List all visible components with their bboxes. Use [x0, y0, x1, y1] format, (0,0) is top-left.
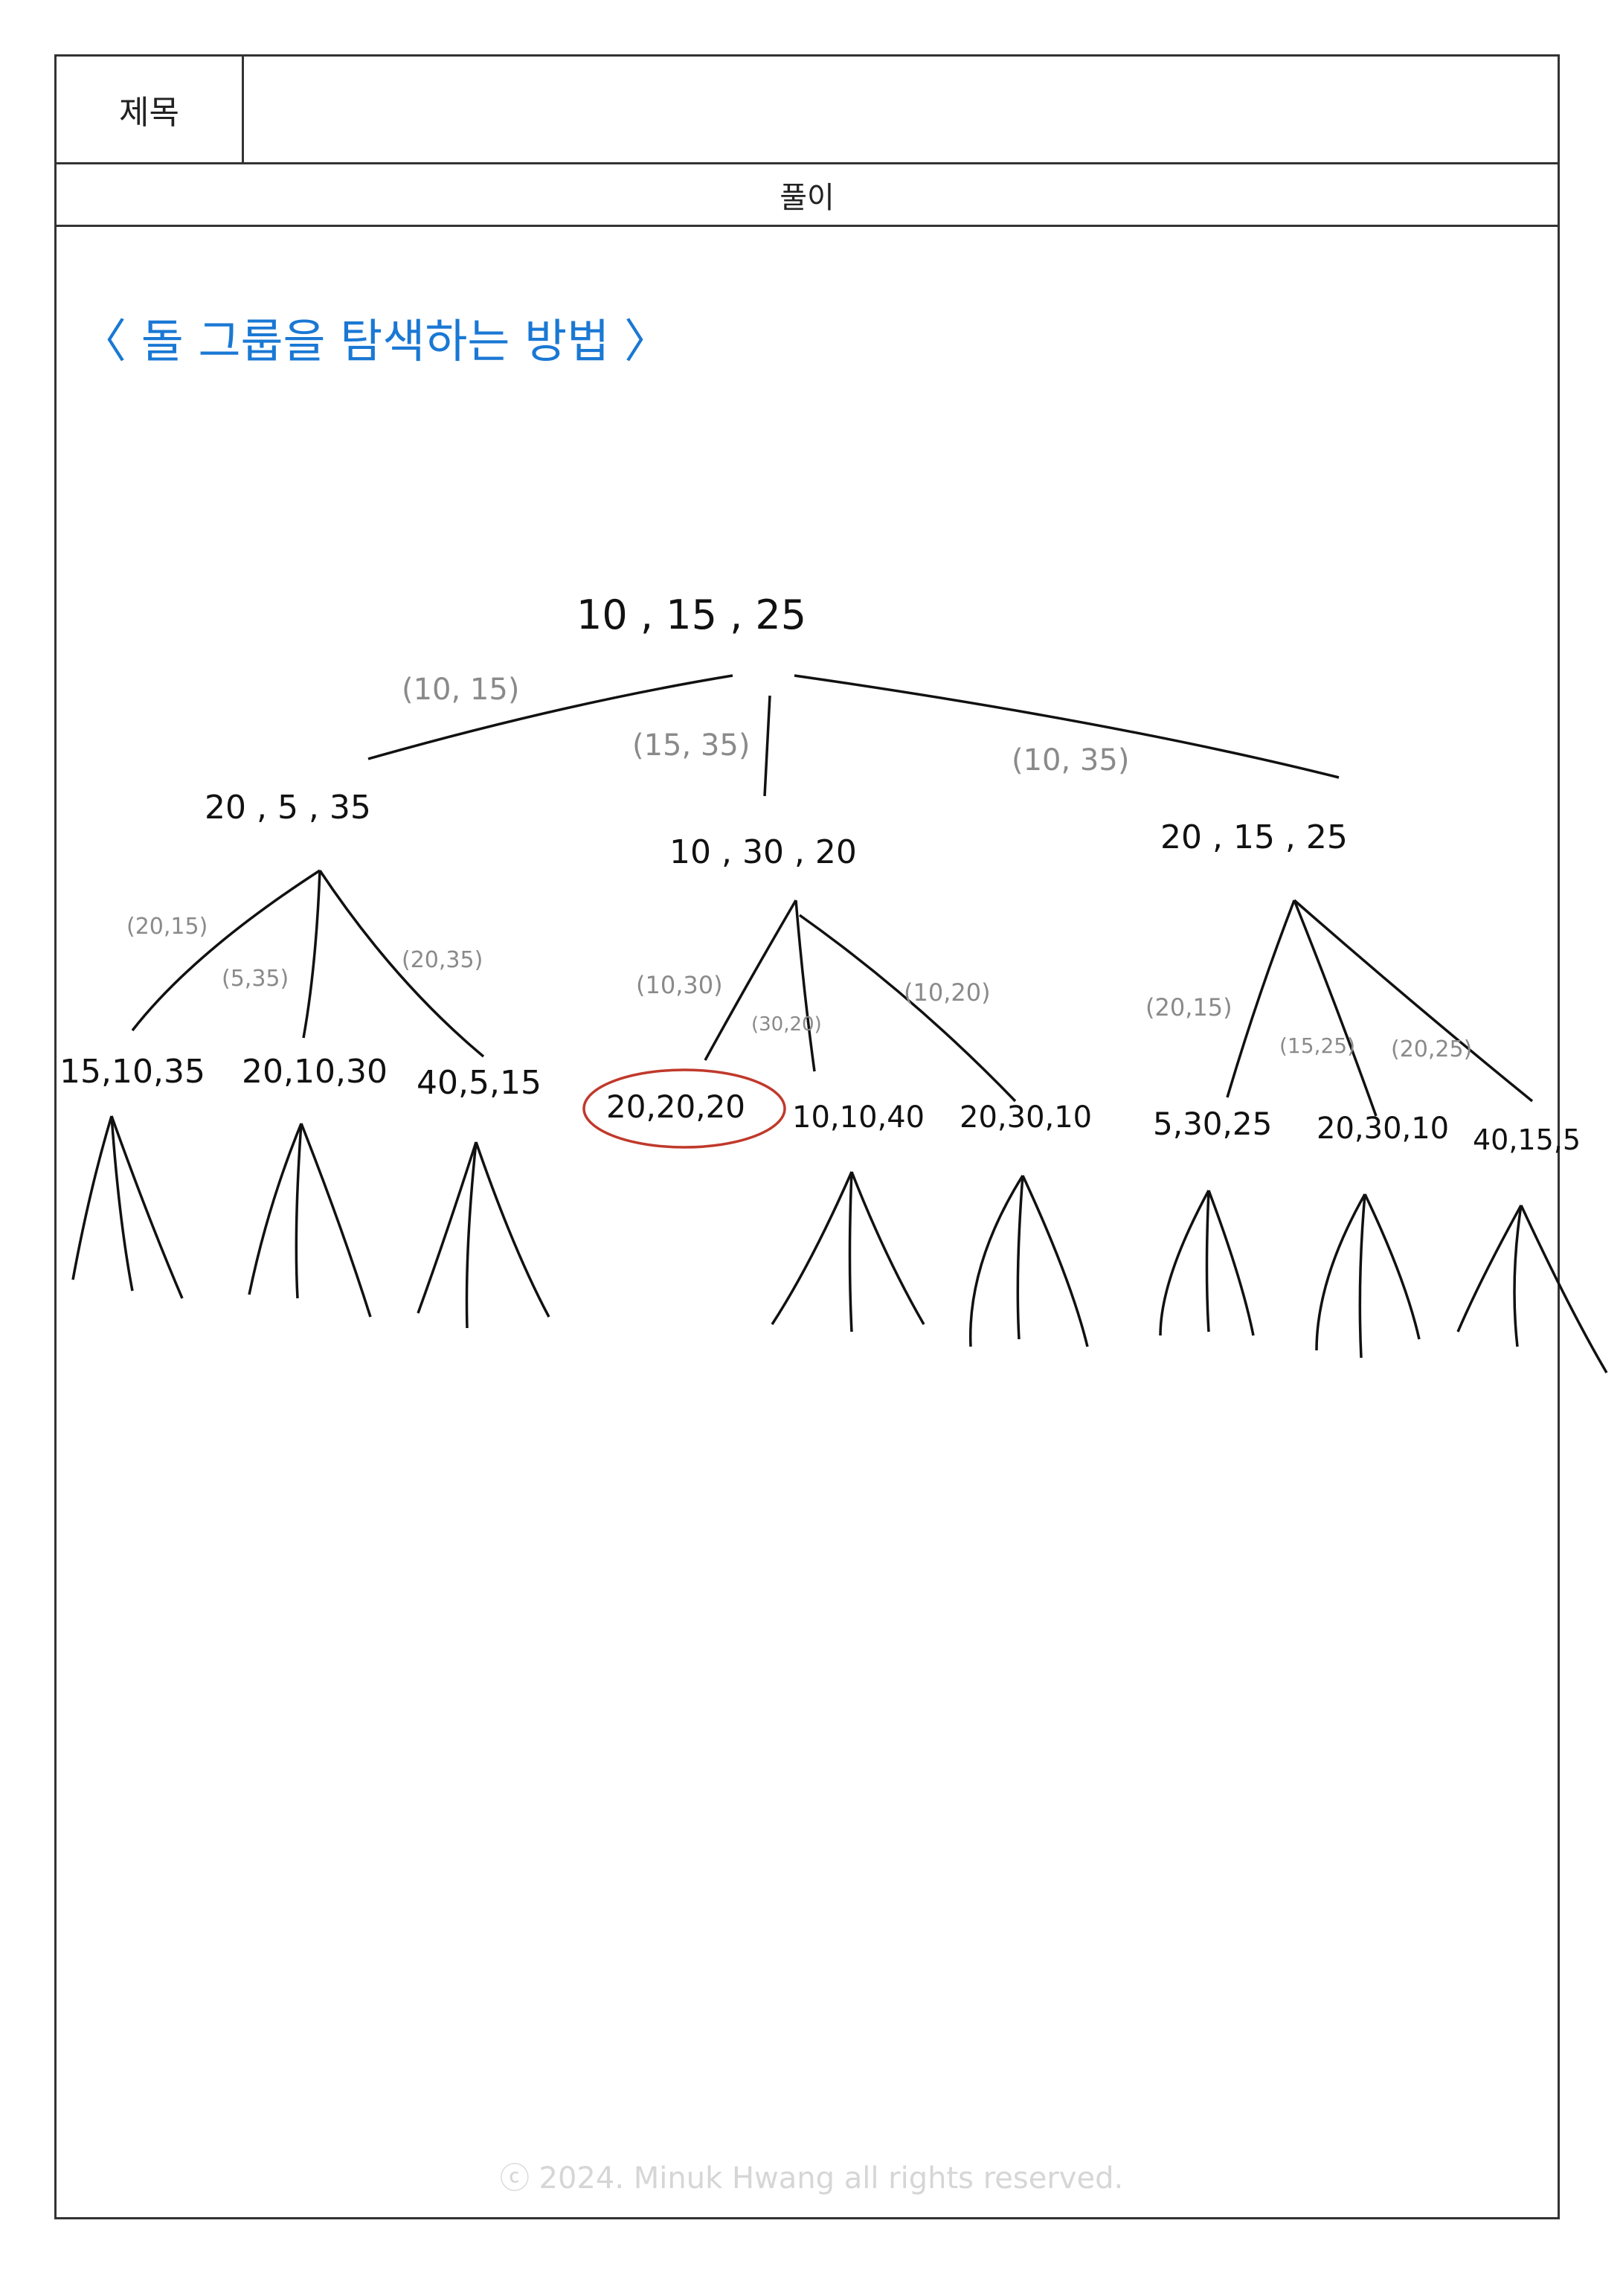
edge-label: (5,35): [222, 966, 289, 992]
edge-label: (30,20): [751, 1013, 822, 1036]
solution-highlight-circle: [582, 1068, 786, 1149]
tree-branches-level3: [71, 1115, 1608, 1373]
title-row: 제목: [57, 57, 1558, 164]
tree-root-node: 10 , 15 , 25: [576, 591, 806, 638]
tree-node: 20,30,10: [1317, 1112, 1449, 1146]
title-label: 제목: [57, 57, 244, 162]
copyright-footer: ⓒ 2024. Minuk Hwang all rights reserved.: [499, 2161, 1124, 2196]
tree-node: 20,30,10: [960, 1100, 1092, 1135]
edge-label: (20,15): [126, 914, 208, 940]
tree-edge: [794, 674, 1340, 779]
tree-node: 10,10,40: [792, 1100, 925, 1135]
edge-label: (20,35): [402, 947, 483, 973]
tree-node: 40,5,15: [417, 1064, 541, 1102]
tree-edge: [763, 695, 771, 797]
tree-node: 20 , 15 , 25: [1160, 818, 1348, 856]
tree-node: 15,10,35: [60, 1053, 205, 1091]
tree-node: 5,30,25: [1153, 1106, 1272, 1142]
worksheet-frame: 제목 풀이: [54, 54, 1560, 2219]
edge-label: (20,15): [1145, 993, 1232, 1022]
tree-node: 10 , 30 , 20: [669, 833, 857, 871]
edge-label: (10, 15): [402, 673, 519, 707]
edge-label: (10, 35): [1012, 743, 1129, 777]
tree-edge: [367, 674, 733, 760]
edge-label: (15,25): [1279, 1033, 1355, 1058]
tree-node: 20 , 5 , 35: [205, 789, 371, 827]
tree-node-solution: 20,20,20: [606, 1088, 745, 1125]
edge-label: (10,30): [636, 971, 723, 999]
tree-edges-level2: [131, 869, 1534, 1117]
tree-node: 40,15,5: [1473, 1123, 1581, 1156]
tree-node: 20,10,30: [242, 1053, 388, 1091]
note-heading: 〈 돌 그룹을 탐색하는 방법 〉: [80, 314, 670, 368]
edge-label: (15, 35): [632, 728, 750, 763]
edge-label: (10,20): [904, 978, 991, 1007]
solution-section-label: 풀이: [57, 164, 1558, 227]
edge-label: (20,25): [1391, 1036, 1472, 1062]
